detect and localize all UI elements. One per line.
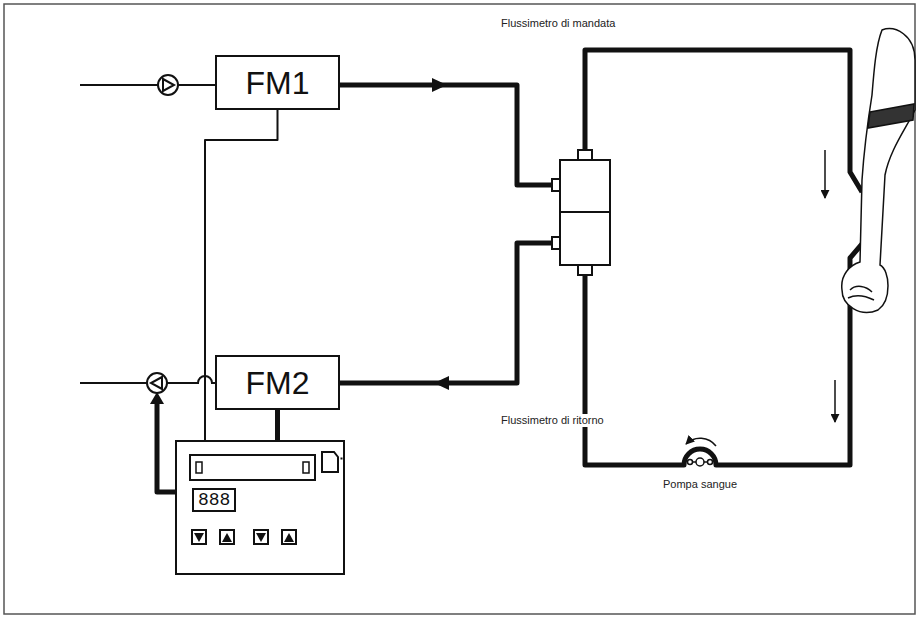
display-mark	[196, 462, 202, 473]
box-label: FM2	[246, 365, 310, 401]
button	[220, 530, 234, 544]
pump-symbol	[147, 373, 167, 393]
flowmeter-box: FM2	[215, 355, 340, 410]
arm-illustration	[842, 29, 915, 313]
frame	[4, 4, 915, 614]
supply-line	[340, 85, 553, 185]
button-down	[194, 533, 204, 542]
rotation-arrow	[686, 438, 716, 446]
pump-label: Pompa sangue	[662, 478, 738, 491]
card-slot	[322, 452, 338, 472]
dialyzer	[560, 160, 610, 265]
blood-line	[585, 50, 862, 192]
controller-display	[190, 455, 315, 480]
control-line	[157, 403, 175, 492]
button	[192, 530, 206, 544]
controller-panel: 888	[175, 440, 345, 575]
inlet-line	[80, 84, 215, 86]
button	[254, 530, 268, 544]
arm-cuff	[868, 104, 914, 128]
arrowhead	[150, 392, 164, 404]
flowmeter-label: Flussimetro di ritorno	[500, 414, 605, 427]
button-up	[222, 533, 232, 542]
pump-roller	[708, 460, 713, 465]
dialyzer-port	[552, 179, 560, 191]
pump-triangle	[163, 79, 174, 91]
flowmeter-box: FM1	[215, 55, 340, 110]
display-digits: 888	[192, 488, 236, 512]
button-down	[256, 533, 266, 542]
led	[341, 458, 342, 459]
flowmeter-label: Flussimetro di mandata	[500, 17, 616, 30]
flow-arrow	[824, 150, 826, 198]
button-up	[284, 533, 294, 542]
blood-line	[585, 244, 862, 465]
display-mark	[303, 462, 309, 473]
pump-symbol	[158, 75, 178, 95]
return-line	[340, 243, 553, 383]
dialyzer-seam	[560, 211, 610, 213]
arrowhead	[434, 376, 449, 390]
pump-triangle	[151, 377, 162, 389]
fist-lines	[848, 286, 874, 300]
arrowhead	[432, 78, 447, 92]
dialyzer-port	[552, 237, 560, 249]
flow-arrow	[834, 380, 836, 422]
signal-wire	[275, 410, 280, 440]
button	[282, 530, 296, 544]
dialyzer-port	[578, 265, 592, 275]
dialyzer-port	[578, 150, 592, 160]
pump-rotor	[696, 458, 704, 466]
box-label: FM1	[246, 65, 310, 101]
pump-roller	[688, 460, 693, 465]
